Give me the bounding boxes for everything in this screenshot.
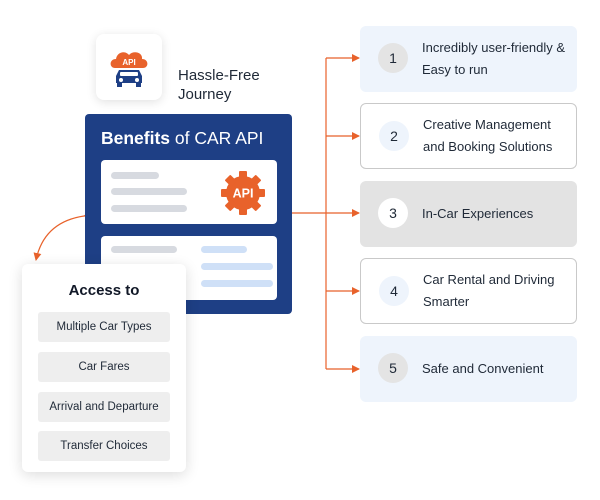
benefit-text: Creative Management and Booking Solution… — [423, 117, 553, 154]
benefit-number: 2 — [379, 121, 409, 151]
car-api-logo-tile: API — [96, 34, 162, 100]
benefit-number: 4 — [379, 276, 409, 306]
benefit-number: 1 — [378, 43, 408, 73]
panel-card-top: API — [101, 160, 277, 224]
hassle-free-label: Hassle-Free Journey — [178, 67, 260, 103]
panel-title-bold: Benefits — [101, 128, 171, 148]
car-cloud-api-icon: API — [110, 52, 148, 87]
placeholder-bar — [201, 263, 273, 270]
placeholder-bar — [111, 246, 177, 253]
api-gear-icon: API — [221, 171, 265, 215]
benefit-text: Car Rental and Driving Smarter — [423, 272, 555, 309]
benefit-text: In-Car Experiences — [422, 206, 534, 221]
placeholder-bar — [201, 280, 273, 287]
placeholder-bar — [111, 205, 187, 212]
benefit-text: Incredibly user-friendly & Easy to run — [422, 40, 566, 77]
access-title: Access to — [68, 282, 140, 299]
benefit-text: Safe and Convenient — [422, 361, 544, 376]
access-item-multiple-car-types: Multiple Car Types — [38, 312, 170, 342]
placeholder-bar — [111, 172, 159, 179]
api-gear-text: API — [233, 187, 254, 201]
panel-title-rest: of CAR API — [170, 128, 264, 148]
placeholder-bar — [111, 188, 187, 195]
panel-title: Benefits of CAR API — [101, 128, 263, 149]
benefit-box-1: 1 Incredibly user-friendly & Easy to run — [360, 26, 577, 92]
curved-double-arrow — [33, 211, 92, 261]
benefit-box-5: 5 Safe and Convenient — [360, 336, 577, 402]
placeholder-bar — [201, 246, 247, 253]
access-card: Access to Multiple Car Types Car Fares A… — [22, 264, 186, 472]
benefit-box-4: 4 Car Rental and Driving Smarter — [360, 258, 577, 324]
benefit-number: 5 — [378, 353, 408, 383]
access-item-arrival-departure: Arrival and Departure — [38, 392, 170, 422]
benefit-box-2: 2 Creative Management and Booking Soluti… — [360, 103, 577, 169]
logo-badge-text: API — [122, 58, 135, 67]
benefit-number: 3 — [378, 198, 408, 228]
access-item-transfer-choices: Transfer Choices — [38, 431, 170, 461]
access-item-car-fares: Car Fares — [38, 352, 170, 382]
benefit-box-3: 3 In-Car Experiences — [360, 181, 577, 247]
